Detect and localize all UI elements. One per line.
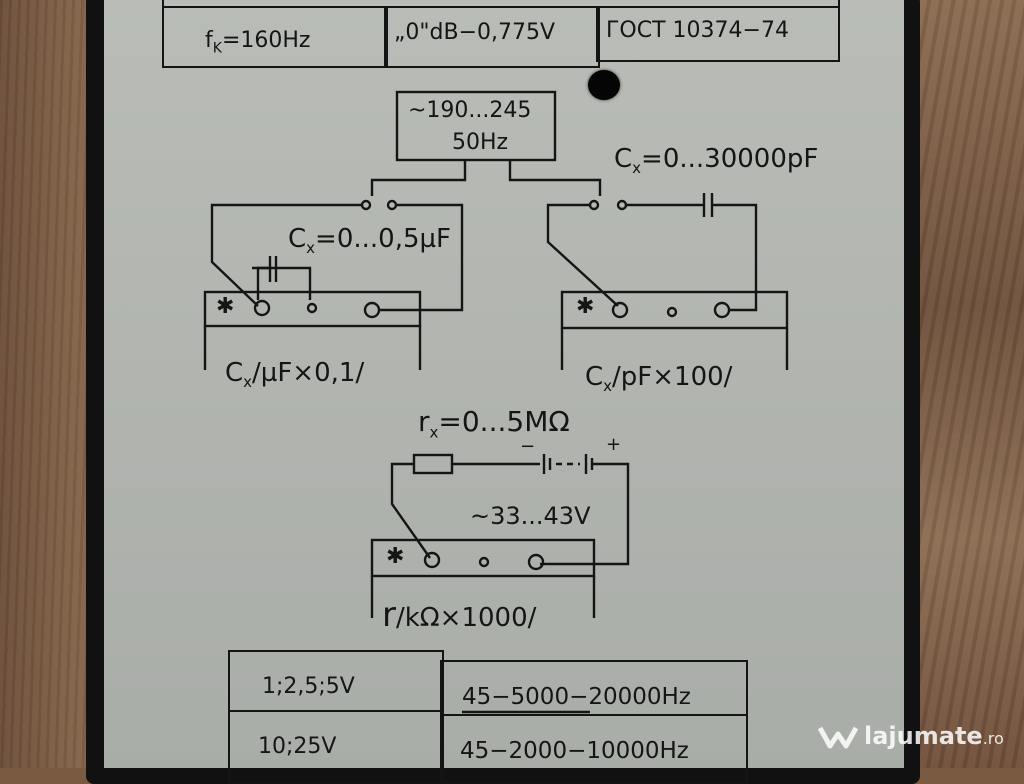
wire: [390, 462, 431, 559]
terminal: [527, 553, 545, 571]
watermark-tld: .ro: [982, 729, 1004, 748]
switch-contact: [386, 199, 398, 211]
switch-contact: [588, 199, 600, 211]
wire: [508, 160, 602, 196]
terminal: [713, 301, 731, 319]
battery-voltage-label: ~33...43V: [470, 502, 591, 530]
supply-frequency-label: 50Hz: [452, 130, 509, 155]
cap-pf-range-label: Cx=0...30000pF: [614, 144, 819, 178]
watermark-logo: lajumate.ro: [817, 722, 1004, 750]
heart-logo-icon: [817, 726, 859, 749]
terminal: [423, 551, 441, 569]
wire: [396, 203, 464, 312]
wiring-diagram: [0, 0, 1024, 768]
wire: [276, 266, 312, 300]
terminal: [253, 299, 271, 317]
supply-box: [395, 90, 557, 162]
standard-label: ГОСТ 10374−74: [606, 18, 789, 43]
supply-voltage-label: ~190...245: [408, 98, 532, 123]
terminal-mark: ✱: [576, 294, 595, 319]
freq-row-2-range: 10;25V: [258, 734, 337, 759]
scale-pf-label: Cx/pF×100/: [585, 362, 733, 396]
wire: [210, 203, 362, 307]
switch-contact: [360, 199, 372, 211]
battery-minus-label: −: [520, 436, 536, 457]
freq-row-2-band: 45−2000−10000Hz: [460, 738, 689, 764]
instrument-panel: [104, 0, 904, 768]
scale-uf-label: Cx/µF×0,1/: [225, 358, 365, 392]
terminal-mark: ✱: [216, 294, 235, 319]
freq-row-1-band: 45−5000−20000Hz: [462, 684, 691, 710]
terminal: [363, 301, 381, 319]
wire: [256, 266, 276, 300]
freq-row-1-range: 1;2,5;5V: [262, 674, 355, 699]
header-row-top: [162, 0, 840, 8]
switch-contact: [616, 199, 628, 211]
cap-uf-range-label: Cx=0...0,5µF: [288, 224, 452, 258]
battery-plus-label: +: [606, 434, 622, 455]
mounting-hole: [588, 70, 620, 100]
res-range-label: rx=0...5MΩ: [418, 405, 570, 442]
wire: [540, 462, 630, 566]
terminal-strip: [370, 538, 596, 578]
terminal: [306, 302, 318, 314]
wire: [546, 203, 619, 307]
wood-background-right: [915, 0, 1024, 768]
frequency-label: fK=160Hz: [205, 28, 311, 57]
watermark-name: lajumate: [864, 722, 983, 750]
terminal-mark: ✱: [386, 544, 405, 569]
terminal: [478, 556, 490, 568]
wire: [370, 160, 467, 196]
db-reference-label: „0"dB−0,775V: [394, 20, 556, 45]
resistor: [412, 453, 454, 475]
scale-r-label: r/kΩ×1000/: [382, 595, 537, 635]
terminal: [666, 306, 678, 318]
terminal: [611, 301, 629, 319]
wire: [712, 203, 758, 312]
terminal-strip: [560, 290, 789, 330]
